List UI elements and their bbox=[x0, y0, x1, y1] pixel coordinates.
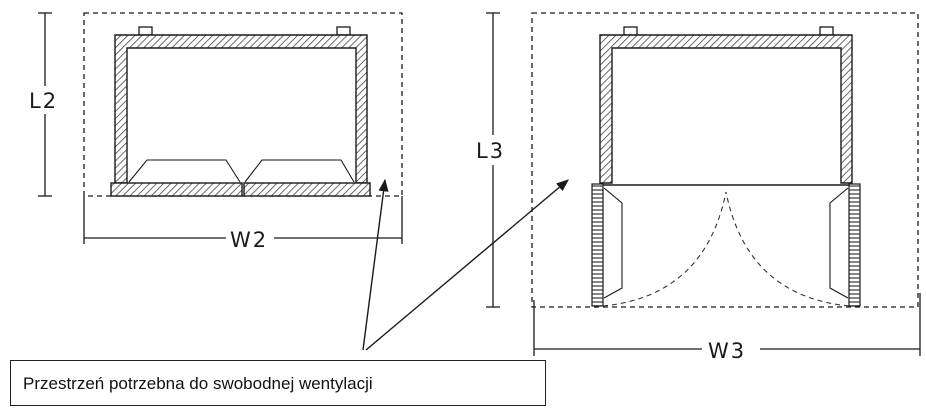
left-clearance-boundary bbox=[83, 12, 403, 197]
left-hinge-left bbox=[138, 26, 153, 36]
left-fridge-group: L2 W2 bbox=[28, 12, 403, 252]
left-door-right bbox=[243, 182, 371, 197]
left-drawer-right bbox=[244, 159, 355, 183]
arrow-to-left-clearance bbox=[362, 178, 389, 351]
right-clearance-boundary bbox=[531, 12, 919, 308]
right-hinge-left bbox=[623, 26, 638, 36]
arrow-to-right-clearance bbox=[365, 179, 569, 351]
right-hinge-right bbox=[819, 26, 834, 36]
door-swing-arc-right bbox=[725, 191, 850, 307]
w2-label: W2 bbox=[230, 228, 268, 252]
door-swing-arc-left bbox=[602, 191, 727, 307]
pointer-arrows bbox=[362, 178, 569, 351]
w3-label: W3 bbox=[708, 339, 746, 363]
right-open-door-right bbox=[848, 183, 861, 307]
caption-box: Przestrzeń potrzebna do swobodnej wentyl… bbox=[10, 360, 546, 406]
l3-label: L3 bbox=[476, 139, 505, 163]
l2-label: L2 bbox=[29, 89, 58, 113]
left-cabinet-walls bbox=[114, 34, 368, 184]
right-open-door-left bbox=[591, 183, 604, 307]
right-door-left-bin bbox=[603, 187, 623, 299]
left-door-left bbox=[110, 182, 243, 197]
right-fridge-group: L3 W3 bbox=[474, 12, 921, 363]
left-hinge-right bbox=[336, 26, 351, 36]
left-drawer-left bbox=[128, 159, 241, 183]
caption-text: Przestrzeń potrzebna do swobodnej wentyl… bbox=[23, 374, 373, 393]
right-cabinet-walls bbox=[599, 34, 853, 184]
right-door-right-bin bbox=[829, 187, 849, 299]
